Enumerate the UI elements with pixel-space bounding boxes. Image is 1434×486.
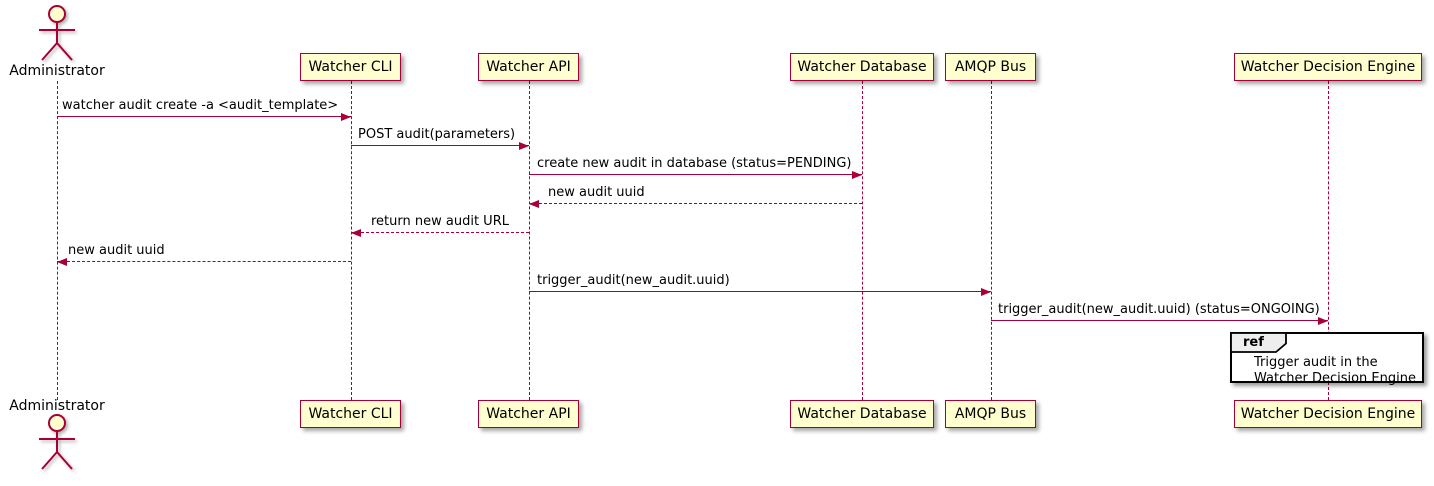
ref-text-line2: Watcher Decision Engine <box>1254 371 1416 386</box>
actor-label-administrator-bottom: Administrator <box>9 398 105 414</box>
message-arrowhead-5 <box>351 228 361 237</box>
message-arrowhead-4 <box>529 199 539 208</box>
participant-label: Watcher API <box>486 59 571 75</box>
message-line-8 <box>991 320 1328 321</box>
message-label-3: create new audit in database (status=PEN… <box>537 156 852 171</box>
participant-top-watcher-api: Watcher API <box>478 53 579 81</box>
participant-top-watcher-decision-engine: Watcher Decision Engine <box>1234 53 1422 81</box>
participant-label: Watcher Decision Engine <box>1240 59 1416 75</box>
actor-figure-administrator-bottom <box>33 413 81 475</box>
ref-tab-pentagon-icon <box>1230 332 1287 353</box>
message-line-7 <box>529 291 991 292</box>
ref-text-line1: Trigger audit in the <box>1254 355 1378 370</box>
participant-bottom-watcher-api: Watcher API <box>478 400 579 428</box>
participant-label: Watcher CLI <box>308 59 393 75</box>
message-line-5 <box>351 232 529 233</box>
participant-bottom-watcher-decision-engine: Watcher Decision Engine <box>1234 400 1422 428</box>
lifeline-administrator <box>57 81 58 400</box>
message-label-8: trigger_audit(new_audit.uuid) (status=ON… <box>998 302 1320 317</box>
ref-keyword: ref <box>1243 335 1264 350</box>
lifeline-amqp-bus <box>991 81 992 400</box>
message-arrowhead-2 <box>519 141 529 150</box>
message-line-2 <box>351 145 529 146</box>
message-line-6 <box>57 261 351 262</box>
participant-label: Watcher Database <box>797 59 927 75</box>
message-arrowhead-1 <box>341 112 351 121</box>
lifeline-watcher-api <box>529 81 530 400</box>
message-arrowhead-3 <box>852 170 862 179</box>
message-line-1 <box>57 116 351 117</box>
participant-bottom-watcher-database: Watcher Database <box>790 400 934 428</box>
message-arrowhead-6 <box>57 257 67 266</box>
participant-top-watcher-cli: Watcher CLI <box>300 53 401 81</box>
actor-figure-administrator-top <box>33 4 81 66</box>
participant-bottom-watcher-cli: Watcher CLI <box>300 400 401 428</box>
message-label-6: new audit uuid <box>68 243 165 258</box>
actor-label-administrator-top: Administrator <box>9 63 105 79</box>
message-label-2: POST audit(parameters) <box>358 127 516 142</box>
participant-top-watcher-database: Watcher Database <box>790 53 934 81</box>
message-label-7: trigger_audit(new_audit.uuid) <box>537 273 730 288</box>
message-label-4: new audit uuid <box>548 185 645 200</box>
participant-label: AMQP Bus <box>954 406 1027 422</box>
lifeline-watcher-database <box>862 81 863 400</box>
lifeline-watcher-cli <box>351 81 352 400</box>
participant-top-amqp-bus: AMQP Bus <box>945 53 1036 81</box>
message-label-1: watcher audit create -a <audit_template> <box>62 98 339 113</box>
participant-label: Watcher Decision Engine <box>1240 406 1416 422</box>
message-label-5: return new audit URL <box>371 214 509 229</box>
message-arrowhead-7 <box>981 287 991 296</box>
participant-label: Watcher Database <box>797 406 927 422</box>
message-line-3 <box>529 174 862 175</box>
lifeline-watcher-decision-engine <box>1328 81 1329 400</box>
participant-bottom-amqp-bus: AMQP Bus <box>945 400 1036 428</box>
participant-label: Watcher API <box>486 406 571 422</box>
participant-label: AMQP Bus <box>954 59 1027 75</box>
participant-label: Watcher CLI <box>308 406 393 422</box>
ref-text: Trigger audit in the Watcher Decision En… <box>1254 355 1416 387</box>
message-arrowhead-8 <box>1318 316 1328 325</box>
message-line-4 <box>529 203 862 204</box>
ref-fragment: ref Trigger audit in the Watcher Decisio… <box>1230 332 1424 386</box>
